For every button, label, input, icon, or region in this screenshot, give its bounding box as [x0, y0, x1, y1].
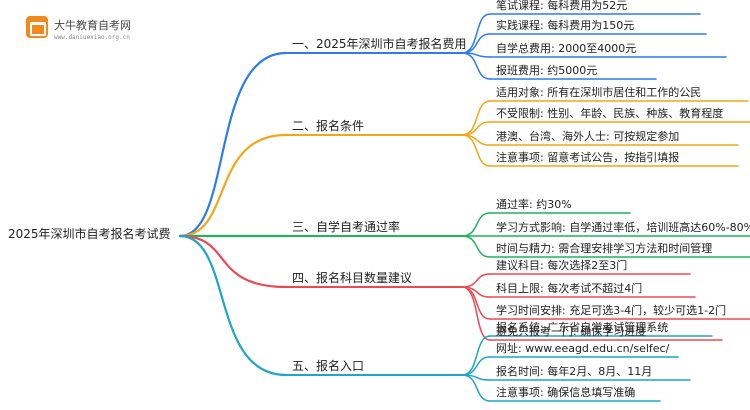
leaf-node: 学习方式影响: 自学通过率低，培训班高达60%-80% — [496, 221, 750, 234]
leaf-node: 建议科目: 每次选择2至3门 — [496, 259, 628, 272]
leaf-node: 注意事项: 留意考试公告，按指引填报 — [496, 151, 680, 164]
root-node: 2025年深圳市自考报名考试费 — [8, 227, 171, 241]
leaf-node: 笔试课程: 每科费用为52元 — [496, 0, 628, 12]
leaf-node: 通过率: 约30% — [496, 198, 572, 211]
leaf-node: 注意事项: 确保信息填写准确 — [496, 386, 636, 399]
branch-leaf-link — [461, 235, 491, 258]
branch-leaf-link — [461, 52, 491, 80]
branch-node: 一、2025年深圳市自考报名费用 — [292, 37, 467, 51]
root-branch-link — [178, 133, 288, 238]
branch-leaf-link — [461, 374, 491, 402]
leaf-node: 自学总费用: 2000至4000元 — [496, 42, 637, 55]
branch-leaf-link — [461, 273, 491, 288]
branch-node: 二、报名条件 — [292, 119, 365, 133]
root-branch-link — [178, 234, 288, 289]
leaf-node: 不受限制: 性别、年龄、民族、种族、教育程度 — [496, 107, 724, 120]
logo-url: www.daniuexiao.org.cn — [54, 34, 130, 41]
branch-leaf-link — [461, 286, 491, 341]
book-icon — [26, 16, 48, 38]
branch-leaf-link — [461, 121, 491, 136]
leaf-node: 适用对象: 所有在深圳市居住和工作的公民 — [496, 86, 702, 99]
leaf-node: 时间与精力: 需合理安排学习方法和时间管理 — [496, 242, 713, 255]
branch-node: 三、自学自考通过率 — [292, 220, 401, 234]
leaf-node: 港澳、台湾、海外人士: 可按规定参加 — [496, 130, 680, 143]
branch-leaf-link — [461, 134, 491, 146]
site-logo: 大牛教育自考网 www.daniuexiao.org.cn — [26, 12, 196, 50]
branch-leaf-link — [461, 335, 491, 376]
root-branch-link — [178, 51, 288, 238]
leaf-node: 报班费用: 约5000元 — [496, 64, 598, 77]
leaf-node: 网址: www.eeagd.edu.cn/selfec/ — [496, 342, 670, 355]
branch-leaf-link — [461, 212, 491, 237]
branch-node: 五、报名入口 — [292, 359, 365, 373]
branch-leaf-link — [461, 134, 491, 167]
leaf-node: 实践课程: 每科费用为150元 — [496, 19, 635, 32]
branch-node: 四、报名科目数量建议 — [292, 271, 413, 285]
leaf-node: 学习时间安排: 充足可选3-4门，较少可选1-2门 — [496, 304, 727, 317]
leaf-node: 科目上限: 每次考试不超过4门 — [496, 282, 643, 295]
leaf-node: 报名系统: 广东省自学考试管理系统 — [496, 321, 669, 334]
leaf-node: 报名时间: 每年2月、8月、11月 — [496, 365, 653, 378]
logo-name: 大牛教育自考网 — [54, 19, 131, 32]
leaf-node: 避免只报考一门: 确保学习进度 — [496, 325, 647, 338]
root-branch-link — [178, 234, 288, 377]
